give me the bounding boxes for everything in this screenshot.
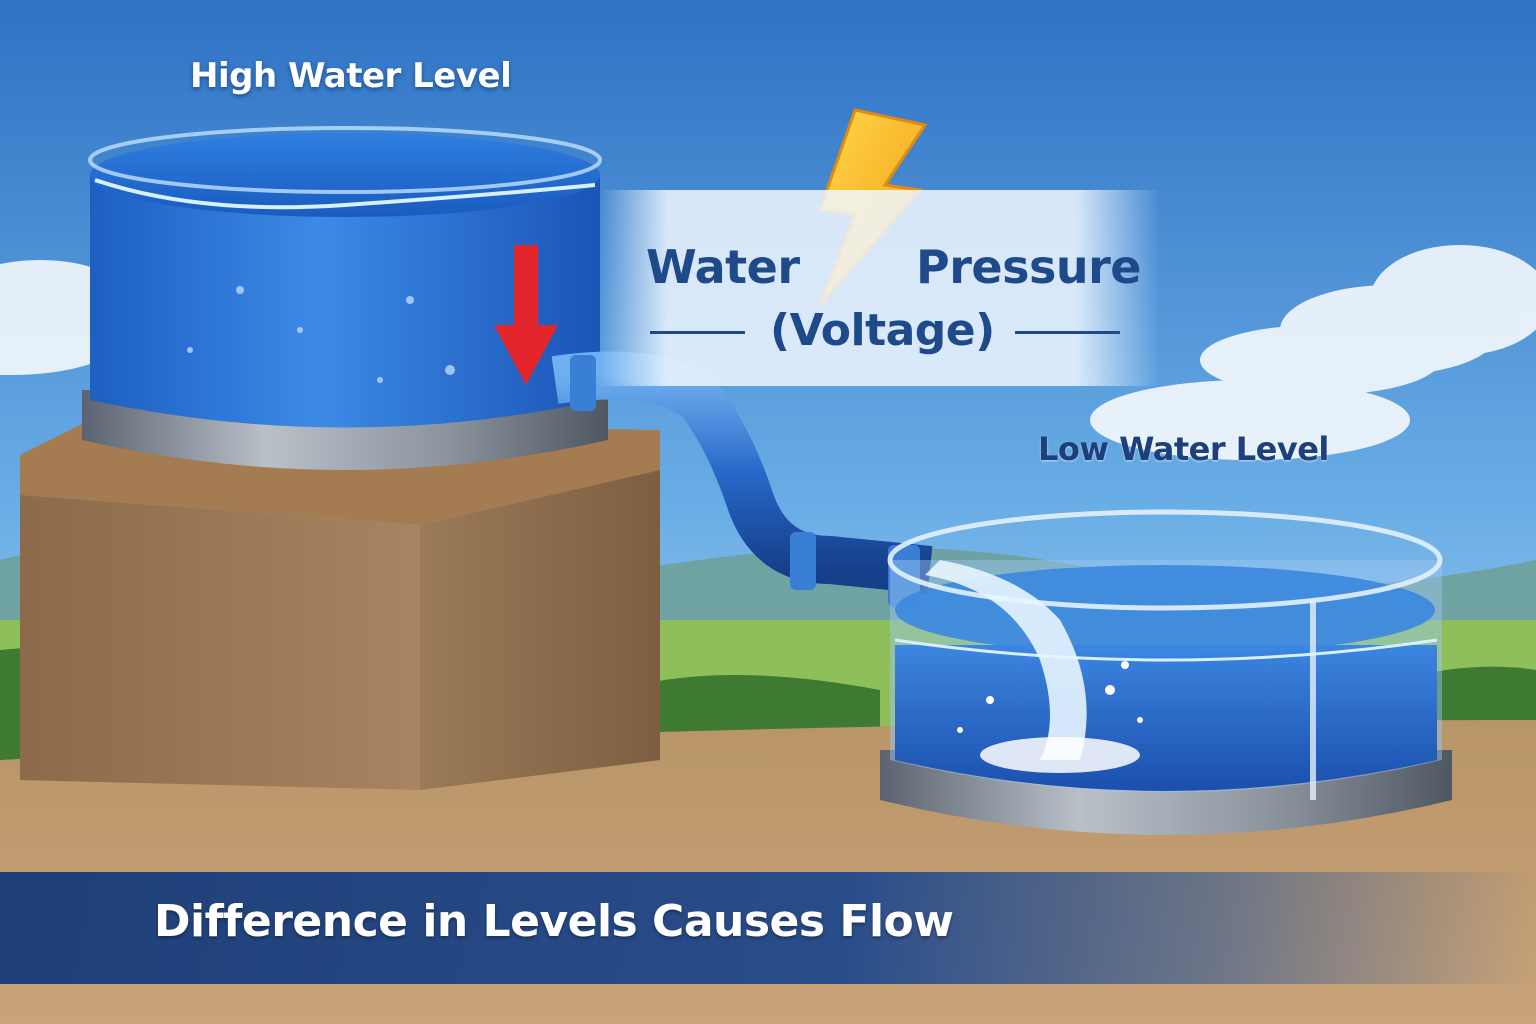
voltage-divider-left [650,331,745,334]
water-pressure-label-pressure: Pressure [916,240,1142,294]
caption-banner [0,872,1536,984]
voltage-divider-right [1015,331,1120,334]
high-water-level-label: High Water Level [190,56,512,96]
voltage-label: (Voltage) [770,305,995,356]
low-water-level-label: Low Water Level [1038,430,1329,468]
pressure-label-panel [600,190,1160,386]
support-pillar [20,420,660,790]
water-pressure-label-water: Water [646,240,800,294]
down-arrow-icon [494,245,558,385]
high-tank [82,126,608,470]
water-stream [925,560,1143,773]
caption-text: Difference in Levels Causes Flow [154,896,954,947]
low-tank [880,509,1452,835]
